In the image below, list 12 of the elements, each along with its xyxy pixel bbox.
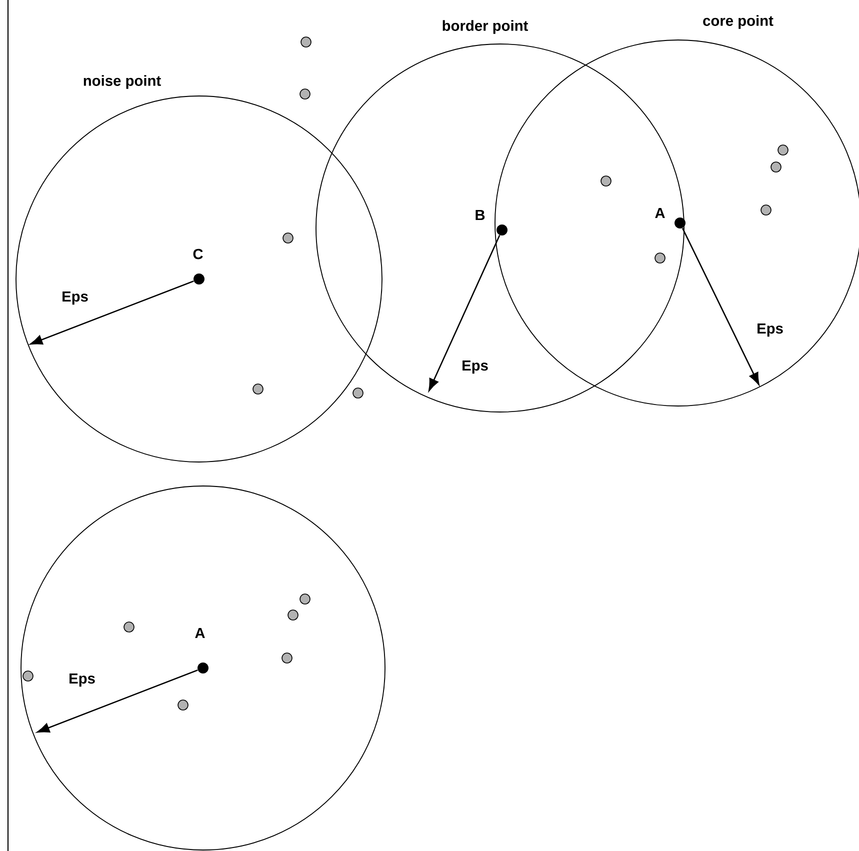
point-letter: B [476, 210, 485, 220]
dimension-label: Eps [62, 291, 88, 305]
region-heading: noise point [84, 75, 161, 89]
point-letter: A [195, 628, 205, 638]
dimension-label: Eps [758, 323, 783, 337]
point-letter: A [655, 208, 665, 218]
dimension-label: Eps [462, 360, 488, 374]
circle [20, 486, 386, 850]
region-heading: border point [442, 20, 528, 34]
point-letter: C [193, 248, 203, 260]
region-heading: core point [703, 15, 774, 29]
dimension-label: Eps [70, 673, 95, 687]
